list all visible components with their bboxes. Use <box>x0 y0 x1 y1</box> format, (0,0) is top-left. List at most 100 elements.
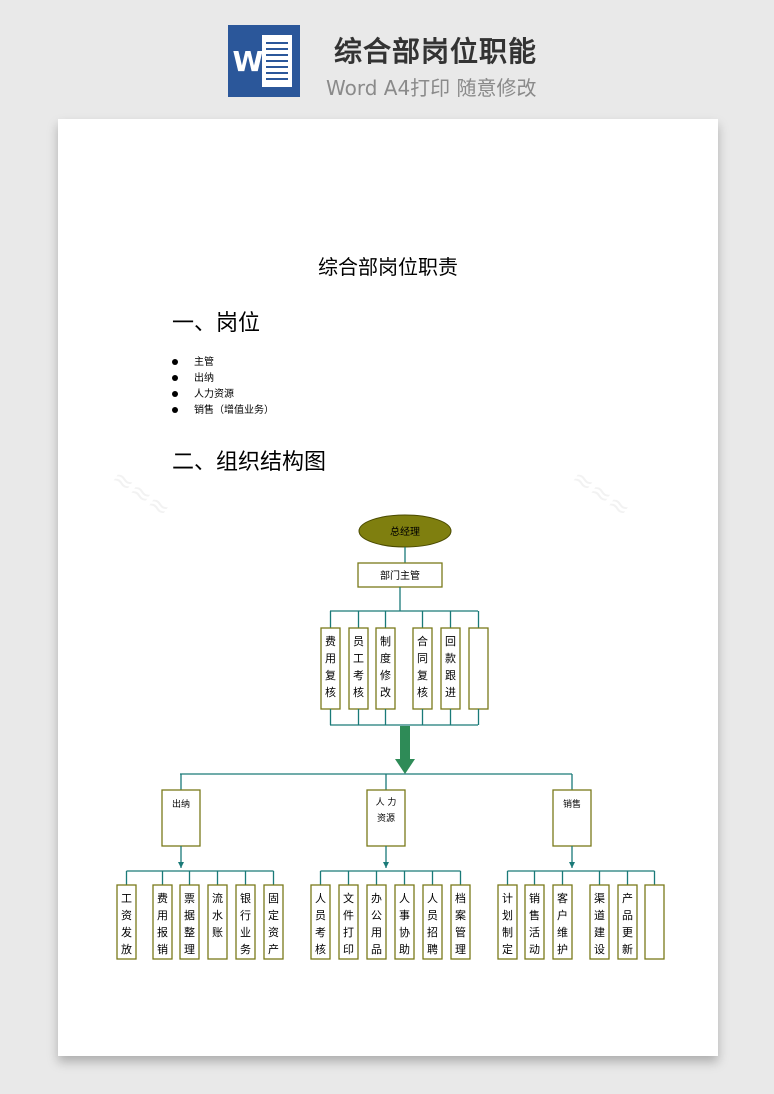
org-box-char: 资 <box>268 926 279 939</box>
org-box-char: 制 <box>502 926 513 939</box>
org-box-char: 务 <box>240 943 251 956</box>
big-arrow <box>395 726 415 774</box>
org-box-char: 户 <box>557 908 568 922</box>
org-box-char: 进 <box>445 686 456 699</box>
org-box-char: 回 <box>445 635 456 648</box>
document-title: 综合部岗位职责 <box>318 255 458 279</box>
org-box-char: 事 <box>399 909 410 922</box>
org-box-char: 账 <box>212 926 223 939</box>
org-chart: 总经理部门主管费用复核员工考核制度修改合同复核回款跟进出纳工资发放费用报销票据整… <box>116 514 665 960</box>
org-box-char: 档 <box>455 891 466 905</box>
org-box-char: 同 <box>417 652 428 665</box>
org-box-char: 计 <box>502 892 513 905</box>
org-box-char: 核 <box>315 942 326 956</box>
org-box-char: 助 <box>399 942 410 956</box>
section-heading-positions: 一、岗位 <box>172 311 261 336</box>
org-box-char: 人 <box>399 892 410 905</box>
org-box-char: 改 <box>380 685 391 699</box>
org-box-char: 水 <box>212 909 223 922</box>
org-box <box>235 884 256 960</box>
org-box-char: 合 <box>417 634 428 648</box>
list-item: 人力资源 <box>170 387 274 403</box>
org-box-char: 案 <box>455 908 466 922</box>
branch-label: 资源 <box>377 813 395 824</box>
org-box-char: 跟 <box>445 669 456 682</box>
org-box-char: 放 <box>121 942 132 956</box>
org-box <box>366 884 387 960</box>
org-box-char: 度 <box>380 651 391 665</box>
org-box-char: 员 <box>315 909 326 922</box>
org-box-char: 划 <box>502 909 513 922</box>
org-box-char: 件 <box>343 909 354 922</box>
org-box-char: 招 <box>427 925 438 939</box>
org-box-char: 人 <box>427 892 438 905</box>
org-box <box>152 884 173 960</box>
org-box-char: 工 <box>353 652 364 665</box>
org-box <box>552 789 592 847</box>
branch-label: 出纳 <box>172 798 190 810</box>
org-box <box>468 627 489 710</box>
org-box-char: 印 <box>343 943 354 956</box>
org-box <box>450 884 471 960</box>
org-box-char: 业 <box>240 926 251 939</box>
org-box-char: 定 <box>268 908 279 922</box>
org-box-char: 银 <box>240 891 251 905</box>
org-box-char: 用 <box>325 652 336 665</box>
org-box <box>617 884 638 960</box>
org-box-char: 定 <box>502 942 513 956</box>
org-box-char: 聘 <box>427 942 438 956</box>
document-page: ≈≈≈ ≈≈≈ 综合部岗位职责 一、岗位 主管 出纳 人力资源 销售（增值业务）… <box>58 119 718 1056</box>
org-box-char: 票 <box>184 892 195 905</box>
org-box <box>116 884 137 960</box>
org-box-char: 核 <box>417 685 428 699</box>
org-box-char: 建 <box>594 925 605 939</box>
connector-arrow <box>178 862 184 868</box>
connector-arrow <box>383 862 389 868</box>
org-box-char: 新 <box>622 942 633 956</box>
org-box-char: 复 <box>417 668 428 682</box>
org-box-char: 文 <box>343 891 354 905</box>
org-box-char: 费 <box>325 635 336 648</box>
branch-label: 销售 <box>563 798 581 810</box>
org-box <box>263 884 284 960</box>
org-box-char: 制 <box>380 635 391 648</box>
org-box-char: 维 <box>557 926 568 939</box>
org-box <box>644 884 665 960</box>
org-box <box>394 884 415 960</box>
word-icon-letter: W <box>233 45 264 78</box>
org-box <box>310 884 331 960</box>
banner-subtitle: Word A4打印 随意修改 <box>326 76 537 100</box>
org-box-char: 员 <box>353 635 364 648</box>
list-item: 销售（增值业务） <box>170 403 274 419</box>
org-box-char: 人 <box>315 892 326 905</box>
org-box-char: 据 <box>184 908 195 922</box>
org-box-char: 品 <box>371 943 382 956</box>
org-box <box>524 884 545 960</box>
connector-arrow <box>569 862 575 868</box>
banner: W 综合部岗位职能 Word A4打印 随意修改 <box>0 0 774 110</box>
org-box-char: 品 <box>622 909 633 922</box>
org-box-char: 报 <box>157 925 168 939</box>
org-box-char: 核 <box>353 685 364 699</box>
org-box-char: 资 <box>121 909 132 922</box>
org-box <box>589 884 610 960</box>
org-box-char: 理 <box>184 943 195 956</box>
org-box-char: 整 <box>184 925 195 939</box>
org-box-char: 动 <box>529 943 540 956</box>
org-box-char: 协 <box>399 925 410 939</box>
org-box-char: 复 <box>325 668 336 682</box>
org-box-char: 考 <box>315 926 326 939</box>
org-box-char: 款 <box>445 651 456 665</box>
org-box-char: 办 <box>371 892 382 905</box>
org-box-char: 销 <box>529 891 540 905</box>
org-box-char: 销 <box>157 942 168 956</box>
org-box-char: 员 <box>427 909 438 922</box>
org-box-char: 用 <box>157 909 168 922</box>
org-box-char: 售 <box>529 908 540 922</box>
banner-title: 综合部岗位职能 <box>334 35 538 68</box>
org-box-char: 流 <box>212 891 223 905</box>
org-box-char: 修 <box>380 668 391 682</box>
org-box-char: 发 <box>121 925 132 939</box>
org-box-char: 固 <box>268 892 279 905</box>
org-box-char: 理 <box>455 943 466 956</box>
